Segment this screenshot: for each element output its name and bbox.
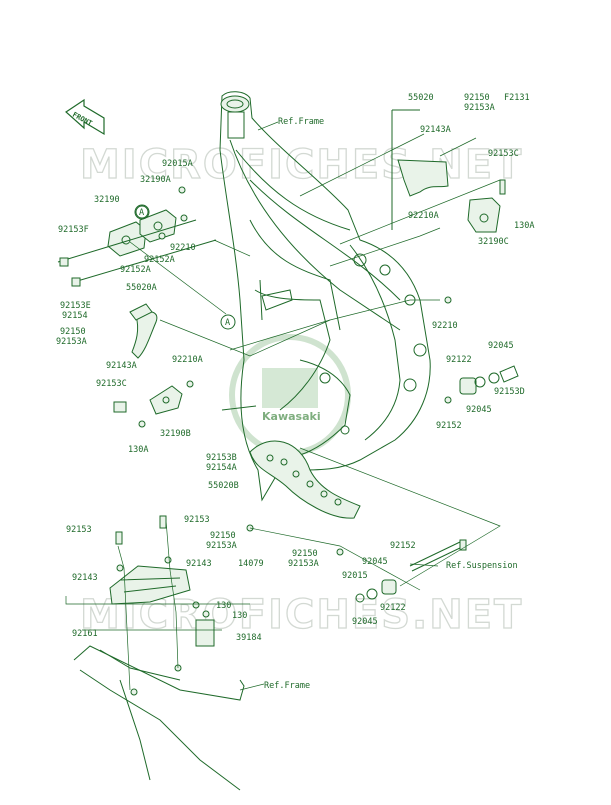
label-92152a-1: 92152A	[144, 255, 175, 265]
label-32190b: 32190B	[160, 429, 191, 439]
label-92210a-left: 92210A	[172, 355, 203, 365]
svg-text:Kawasaki: Kawasaki	[262, 410, 321, 423]
label-92150-bottom: 92150	[292, 549, 318, 559]
ref-a-label-top: A	[139, 208, 144, 218]
skid-plate-55020b	[221, 405, 361, 519]
front-arrow-icon: FRONT	[65, 98, 105, 136]
label-32190c: 32190C	[478, 237, 509, 247]
label-92153a-top: 92153A	[464, 103, 495, 113]
ref-a-label-frame: A	[225, 318, 230, 328]
label-92015a: 92015A	[162, 159, 193, 169]
label-92210-right: 92210	[432, 321, 458, 331]
protector-14079	[109, 515, 215, 647]
figure-code: F2131	[504, 93, 530, 103]
bracket-32190c	[467, 179, 506, 233]
label-92122-bottom: 92122	[380, 603, 406, 613]
label-55020b: 55020B	[208, 481, 239, 491]
main-frame	[219, 91, 431, 502]
label-92153a-left: 92153A	[56, 337, 87, 347]
label-92153e: 92153E	[60, 301, 91, 311]
pivot-parts-right	[444, 296, 519, 404]
label-92045-right-1: 92045	[488, 341, 514, 351]
label-92153-2: 92153	[184, 515, 210, 525]
label-92153a-mid: 92153A	[206, 541, 237, 551]
label-92153a-bottom: 92153A	[288, 559, 319, 569]
bracket-32190b	[113, 380, 194, 428]
label-92143-1: 92143	[72, 573, 98, 583]
label-92150-mid: 92150	[210, 531, 236, 541]
guard-55020	[391, 109, 449, 230]
label-92045-bottom-1: 92045	[362, 557, 388, 567]
label-55020a: 55020A	[126, 283, 157, 293]
label-92143a-left: 92143A	[106, 361, 137, 371]
label-92154: 92154	[62, 311, 88, 321]
label-92153c-left: 92153C	[96, 379, 127, 389]
ref-suspension: Ref.Suspension	[446, 561, 518, 571]
label-92150-top: 92150	[464, 93, 490, 103]
leader-lines	[65, 121, 501, 691]
label-92150-left: 92150	[60, 327, 86, 337]
label-92143-2: 92143	[186, 559, 212, 569]
label-92210a-right: 92210A	[408, 211, 439, 221]
label-32190: 32190	[94, 195, 120, 205]
label-39184: 39184	[236, 633, 262, 643]
ref-a-circle-top	[134, 204, 150, 220]
label-92045-right-2: 92045	[466, 405, 492, 415]
label-92210-left: 92210	[170, 243, 196, 253]
ref-frame-bottom: Ref.Frame	[264, 681, 310, 691]
bracket-32190	[57, 186, 217, 287]
pivot-shaft	[246, 524, 467, 603]
label-130-2: 130	[232, 611, 247, 621]
ref-a-circle-frame	[220, 314, 236, 330]
kawasaki-logo: Kawasaki	[229, 334, 351, 456]
ref-frame-top: Ref.Frame	[278, 117, 324, 127]
label-92161: 92161	[72, 629, 98, 639]
label-92152-right: 92152	[436, 421, 462, 431]
label-92015: 92015	[342, 571, 368, 581]
label-92122-right: 92122	[446, 355, 472, 365]
part-labels: 55020 92150 92153A 92143A 92153C 130A 32…	[56, 93, 534, 643]
label-92153f: 92153F	[58, 225, 89, 235]
label-130-1: 130	[216, 601, 231, 611]
label-92154a: 92154A	[206, 463, 237, 473]
label-55020: 55020	[408, 93, 434, 103]
label-92152-bottom: 92152	[390, 541, 416, 551]
lower-frame	[73, 645, 245, 791]
label-130a-left: 130A	[128, 445, 148, 455]
label-92153-1: 92153	[66, 525, 92, 535]
guard-55020a	[129, 303, 158, 359]
label-92152a-2: 92152A	[120, 265, 151, 275]
label-92153d: 92153D	[494, 387, 525, 397]
label-32190a: 32190A	[140, 175, 171, 185]
label-92153c-right: 92153C	[488, 149, 519, 159]
label-14079: 14079	[238, 559, 264, 569]
label-92045-bottom-2: 92045	[352, 617, 378, 627]
label-92153b: 92153B	[206, 453, 237, 463]
label-130a-right: 130A	[514, 221, 534, 231]
label-92143a-top: 92143A	[420, 125, 451, 135]
